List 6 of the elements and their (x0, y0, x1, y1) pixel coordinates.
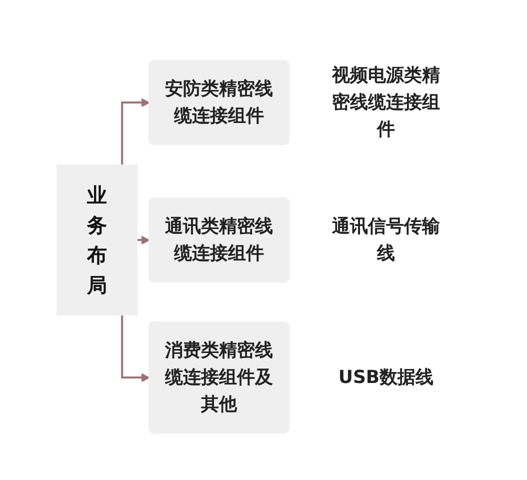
node-label: 视频电源类精密线缆连接组件 (332, 65, 440, 140)
node-label: 通讯信号传输线 (332, 216, 440, 264)
arrow (120, 315, 150, 382)
arrow (120, 98, 150, 165)
arrow (136, 236, 150, 245)
node-label: USB数据线 (338, 367, 434, 388)
